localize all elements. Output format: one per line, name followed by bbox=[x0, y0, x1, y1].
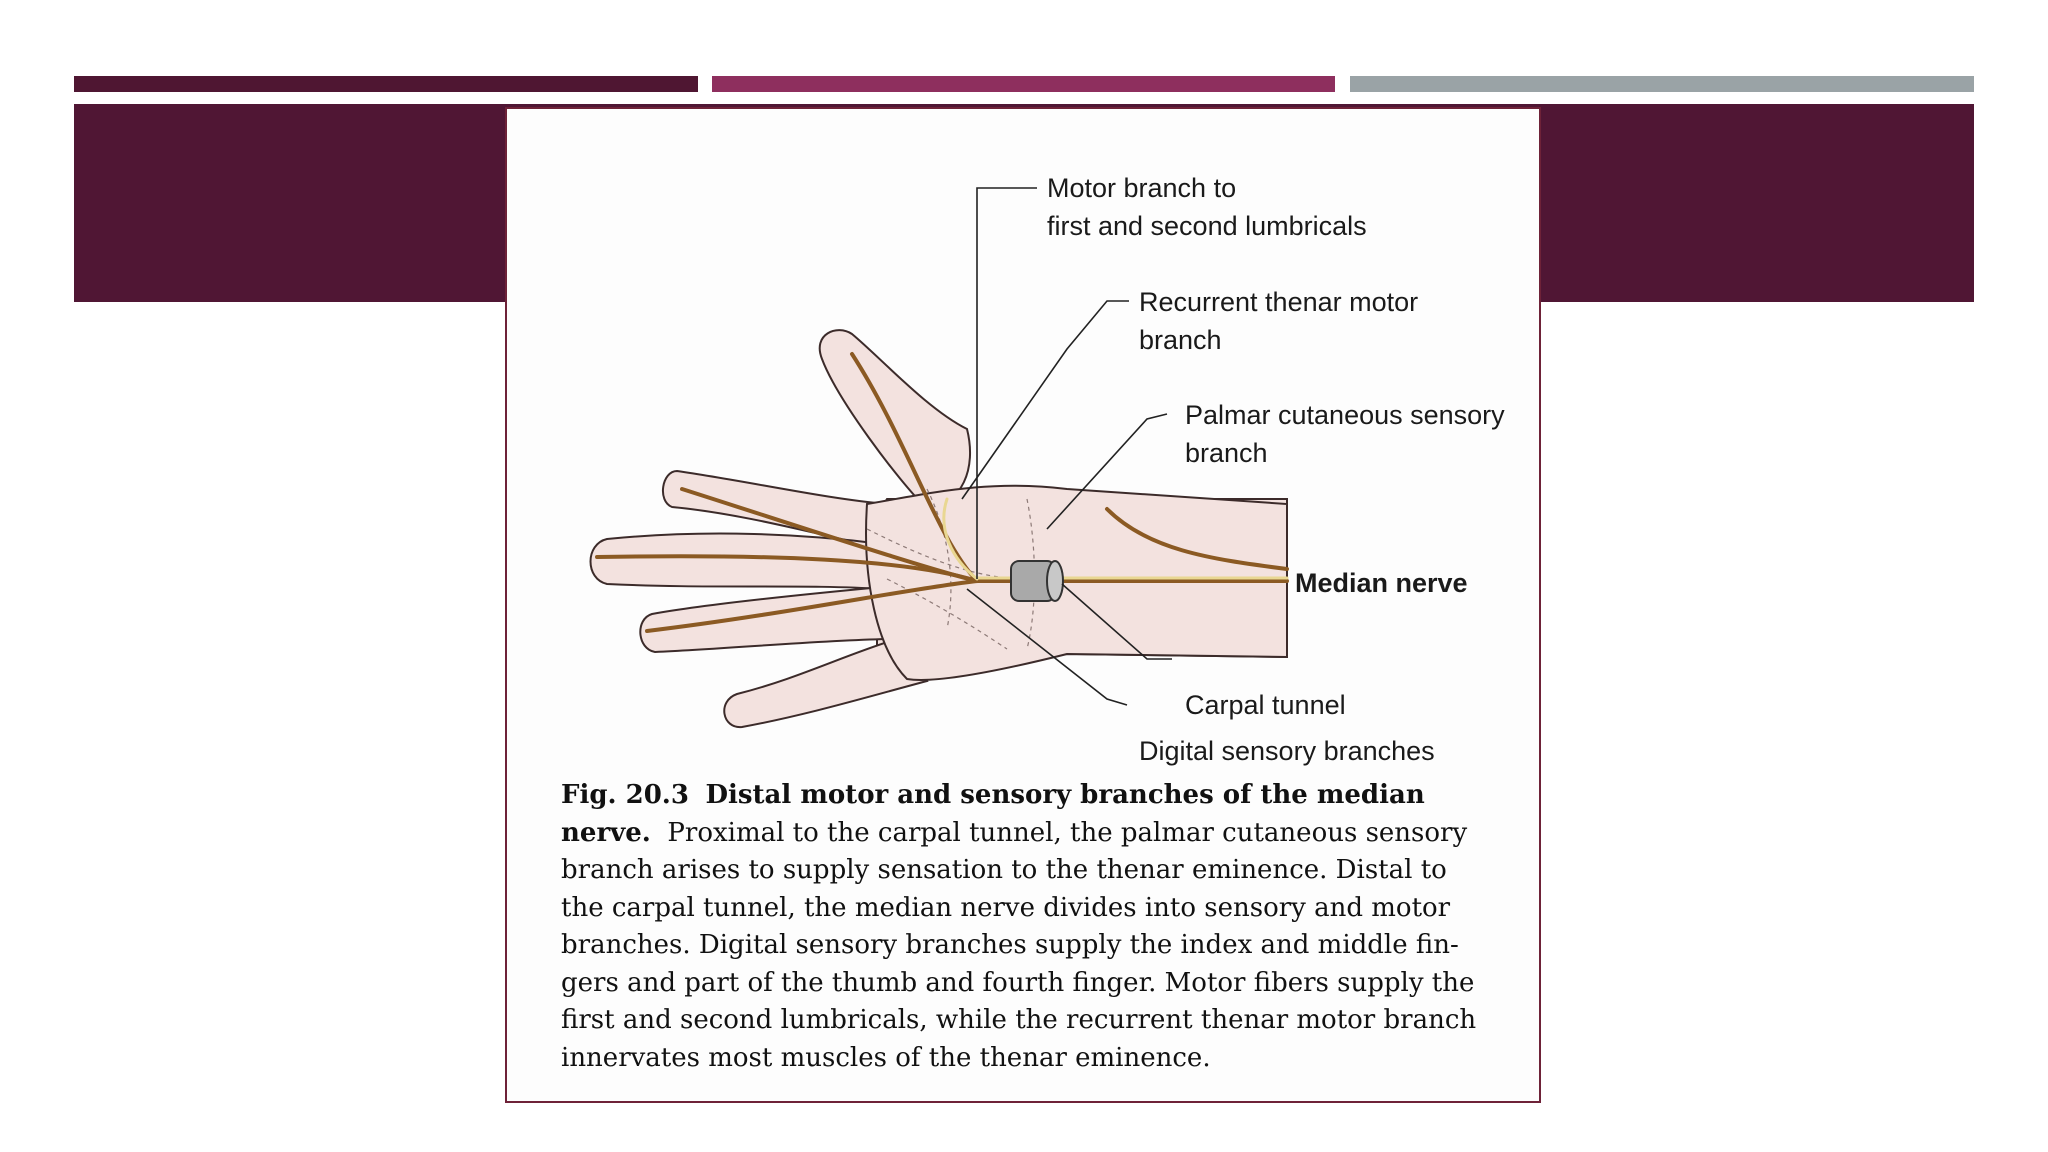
palm-creases bbox=[866, 488, 1036, 650]
carpal-tunnel bbox=[1010, 560, 1064, 602]
label-carpal-tunnel: Carpal tunnel bbox=[1185, 690, 1346, 720]
label-motor-branch: Motor branch to first and second lumbric… bbox=[1047, 173, 1367, 241]
hand-nerve-diagram bbox=[589, 187, 1289, 729]
leader-lines bbox=[961, 187, 1172, 706]
thumb bbox=[818, 329, 972, 511]
caption-title: Distal motor and sensory branches of the… bbox=[705, 780, 1425, 810]
caption-body-line: branches. Digital sensory branches suppl… bbox=[561, 930, 1459, 960]
finger-little bbox=[723, 637, 929, 729]
caption-body-line: first and second lumbricals, while the r… bbox=[561, 1005, 1477, 1035]
caption-body-line: innervates most muscles of the thenar em… bbox=[561, 1042, 1211, 1073]
accent-bar-dark bbox=[74, 76, 698, 92]
label-median-nerve: Median nerve bbox=[1295, 568, 1468, 598]
accent-bar-gray bbox=[1350, 76, 1974, 92]
figure-caption: Fig. 20.3 Distal motor and sensory branc… bbox=[561, 777, 1521, 1077]
caption-body-line: Proximal to the carpal tunnel, the palma… bbox=[667, 817, 1468, 848]
caption-body-line: branch arises to supply sensation to the… bbox=[561, 855, 1447, 885]
finger-middle bbox=[589, 532, 883, 591]
caption-fig-number: Fig. 20.3 bbox=[561, 780, 689, 810]
figure-panel: Motor branch to first and second lumbric… bbox=[505, 107, 1541, 1103]
accent-bar-magenta bbox=[712, 76, 1335, 92]
label-palmar-cutaneous: Palmar cutaneous sensory branch bbox=[1185, 400, 1505, 468]
caption-title-end: nerve. bbox=[561, 817, 651, 848]
finger-ring bbox=[639, 585, 889, 654]
label-digital-sensory: Digital sensory branches bbox=[1139, 736, 1435, 766]
caption-body-line: the carpal tunnel, the median nerve divi… bbox=[561, 892, 1451, 923]
caption-body-line: gers and part of the thumb and fourth fi… bbox=[561, 967, 1475, 998]
label-recurrent-thenar: Recurrent thenar motor branch bbox=[1139, 287, 1419, 355]
